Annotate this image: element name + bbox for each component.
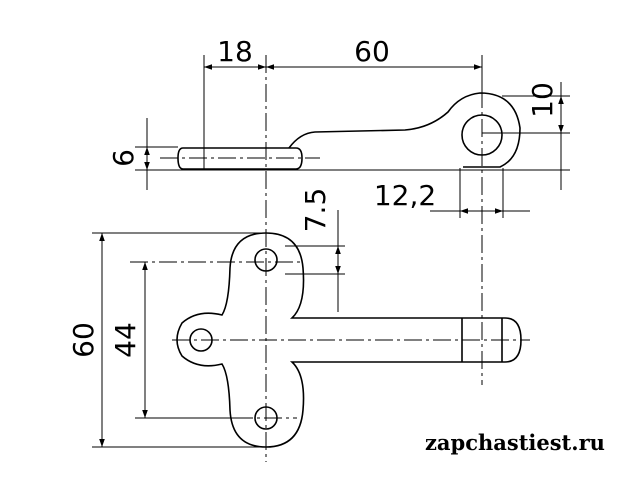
dim-44-label: 44 bbox=[109, 322, 142, 358]
dim-60-top-label: 60 bbox=[354, 35, 390, 68]
center-lines bbox=[130, 55, 530, 462]
dim-60-left-label: 60 bbox=[67, 322, 100, 358]
dimension-lines bbox=[99, 64, 564, 447]
dim-18-label: 18 bbox=[217, 35, 253, 68]
dimension-labels: 18 60 10 6 12,2 7.5 60 44 bbox=[67, 35, 559, 358]
dim-6-label: 6 bbox=[107, 149, 140, 167]
dim-7-5-label: 7.5 bbox=[299, 188, 332, 233]
dim-10-label: 10 bbox=[526, 82, 559, 118]
dim-12-2-label: 12,2 bbox=[374, 179, 436, 212]
watermark: zapchastiest.ru bbox=[425, 430, 605, 455]
arm-outline bbox=[288, 92, 521, 168]
plate-outline bbox=[177, 147, 303, 170]
bracket-outline bbox=[176, 232, 522, 448]
extension-lines bbox=[92, 55, 570, 448]
